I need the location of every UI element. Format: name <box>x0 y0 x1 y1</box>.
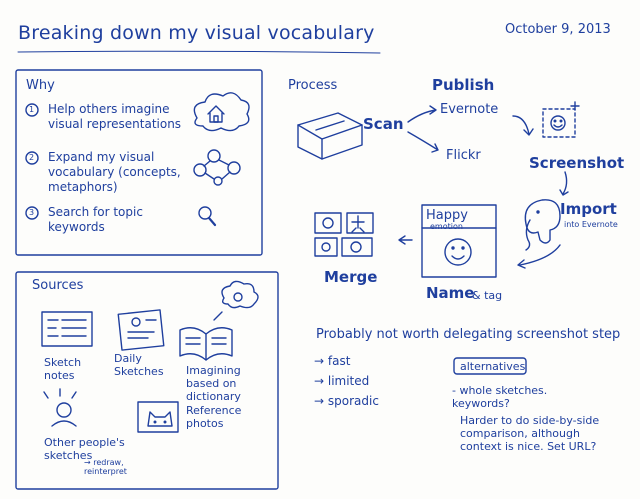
why-num: 3 <box>29 208 35 217</box>
source-sketch-notes: Sketch notes <box>44 356 82 382</box>
why-num: 2 <box>29 153 35 162</box>
open-book-icon <box>179 280 259 361</box>
process-heading: Process <box>288 78 338 93</box>
why-item: Help others imagine visual representatio… <box>48 102 182 131</box>
import-sub-label: into Evernote <box>564 220 618 229</box>
daily-sketches-icon <box>117 309 165 351</box>
import-label: Import <box>560 200 617 218</box>
flickr-label: Flickr <box>446 148 481 163</box>
arrow-to-evernote <box>407 105 437 123</box>
sketch-notes-icon <box>41 311 93 347</box>
card-title: Happy <box>426 208 468 223</box>
person-icon <box>43 388 77 427</box>
sources-heading: Sources <box>32 278 84 293</box>
alternatives-label: alternatives <box>460 360 526 373</box>
arrow-to-merge <box>398 235 413 245</box>
arrow-to-flickr <box>407 131 439 153</box>
publish-label: Publish <box>432 76 495 94</box>
why-item: Search for topic keywords <box>48 205 143 234</box>
why-num: 1 <box>29 105 35 114</box>
magnifier-icon <box>198 206 217 227</box>
alternatives-box <box>453 357 527 375</box>
source-reference: Reference photos <box>186 404 242 430</box>
evernote-label: Evernote <box>440 102 499 117</box>
cat-photo-icon <box>137 401 179 433</box>
source-daily-sketches: Daily Sketches <box>114 352 164 378</box>
why-heading: Why <box>26 78 55 93</box>
cloud-house-icon <box>193 92 250 132</box>
name-tag-label: Name <box>426 284 475 302</box>
tag-label: & tag <box>472 289 503 302</box>
why-box <box>15 69 263 256</box>
people-network-icon <box>193 149 241 186</box>
why-num-circle <box>25 151 39 165</box>
photo-grid-icon <box>314 212 374 257</box>
elephant-icon <box>524 199 561 251</box>
sources-box <box>15 271 279 490</box>
notes-item: → sporadic <box>314 394 379 408</box>
smiley-icon <box>542 101 580 138</box>
screenshot-label: Screenshot <box>529 154 625 172</box>
why-item: Expand my visual vocabulary (concepts, m… <box>48 150 181 194</box>
page-title: Breaking down my visual vocabulary <box>18 22 375 44</box>
why-num-circle <box>25 206 39 220</box>
arrow-to-screenshot <box>512 115 534 136</box>
notes-item: → fast <box>314 354 351 368</box>
notes-heading: Probably not worth delegating screenshot… <box>316 327 621 342</box>
arrow-to-name-tag <box>517 244 561 269</box>
notes-item: → limited <box>314 374 370 388</box>
source-imagining: Imagining based on dictionary <box>186 364 241 403</box>
scanner-icon <box>297 112 363 160</box>
source-other-people: Other people's sketches <box>44 436 125 462</box>
alternative-2: Harder to do side-by-side comparison, al… <box>460 414 600 453</box>
merge-label: Merge <box>324 268 378 286</box>
why-num-circle <box>25 103 39 117</box>
name-tag-card <box>421 204 497 278</box>
source-redraw: → redraw, reinterpret <box>84 458 127 476</box>
scan-label: Scan <box>363 115 404 133</box>
page-date: October 9, 2013 <box>505 22 611 37</box>
arrow-to-import <box>559 171 569 196</box>
alternative-1: - whole sketches. keywords? <box>452 384 548 410</box>
card-subtitle: emotion <box>430 222 463 231</box>
